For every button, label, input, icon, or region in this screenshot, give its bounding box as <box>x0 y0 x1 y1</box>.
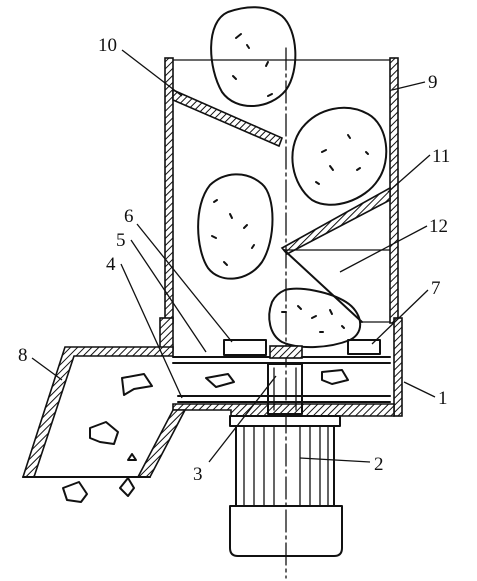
potatoes <box>197 6 388 349</box>
label-2: 2 <box>374 454 384 475</box>
potato-slices <box>62 369 349 503</box>
motor <box>229 415 343 557</box>
cutter-disc <box>172 345 391 364</box>
label-8: 8 <box>18 345 28 366</box>
discharge-chute <box>21 346 187 478</box>
rotor <box>177 363 391 415</box>
label-10: 10 <box>98 35 117 56</box>
deflector-plate <box>172 88 284 148</box>
label-9: 9 <box>428 72 438 93</box>
leader-lines <box>31 49 436 463</box>
label-6: 6 <box>124 206 134 227</box>
label-5: 5 <box>116 230 126 251</box>
slicing-blades <box>223 339 381 356</box>
potato-eyes <box>211 33 369 333</box>
baffle-and-guide <box>280 186 391 323</box>
label-12: 12 <box>429 216 448 237</box>
part-labels: 10 9 11 6 12 5 4 7 8 1 2 3 <box>18 35 450 485</box>
hopper <box>164 57 399 324</box>
label-4: 4 <box>106 254 116 275</box>
label-1: 1 <box>438 388 448 409</box>
label-11: 11 <box>432 146 450 167</box>
label-7: 7 <box>431 278 441 299</box>
label-3: 3 <box>193 464 203 485</box>
